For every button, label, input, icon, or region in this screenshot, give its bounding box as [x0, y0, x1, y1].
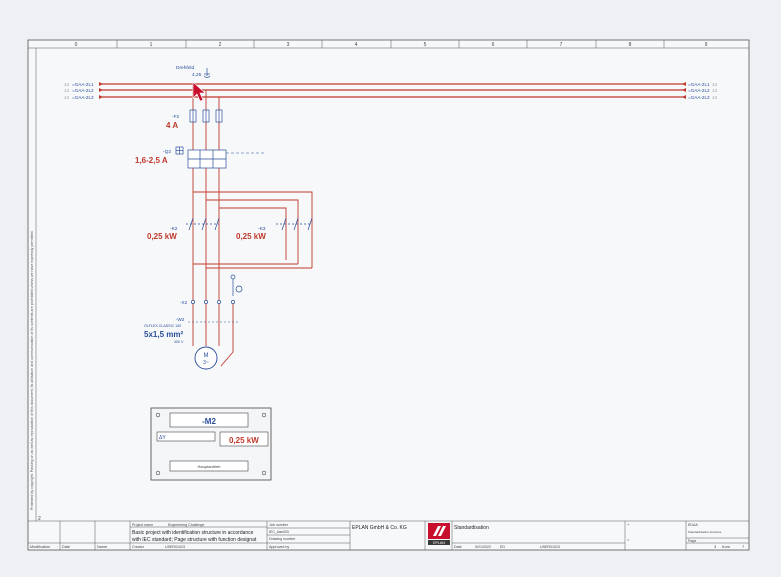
contactor-k3-tag: -K3	[258, 226, 266, 232]
contactor-k2-contacts[interactable]	[186, 217, 220, 231]
column-label-3: 3	[287, 42, 290, 48]
contactor-k2-power: 0,25 kW	[147, 232, 177, 241]
right-code: EDAA	[688, 523, 698, 527]
supply-right-ref-3: 14	[712, 95, 718, 100]
revision-mark: 2	[38, 516, 41, 522]
user-value: USER01023	[540, 545, 560, 549]
supply-right-l1[interactable]: =GAA-2L1	[688, 82, 710, 87]
plus-mark: +	[627, 522, 630, 527]
supply-right-l2[interactable]: =GAA-2L2	[688, 88, 710, 93]
contactor-k3-power: 0,25 kW	[236, 232, 266, 241]
job-number: IEC_bas003	[269, 530, 289, 534]
eplan-logo: EPLAN	[428, 523, 450, 545]
date-label: Date	[454, 545, 462, 549]
ground-symbol-icon	[203, 68, 211, 78]
column-label-6: 6	[492, 42, 495, 48]
motor-phases: 3~	[203, 360, 209, 366]
ed-mark: ED	[500, 545, 505, 549]
job-number-label: Job number	[269, 523, 289, 527]
column-label-4: 4	[355, 42, 358, 48]
mouse-cursor-icon	[192, 81, 206, 102]
supply-right-ref-1: 14	[712, 82, 718, 87]
copyright-note: Protected by copyright. Passing on as we…	[30, 231, 34, 510]
column-label-2: 2	[219, 42, 222, 48]
cable-voltage: 400 V	[174, 340, 184, 344]
cable-tag: -W2	[176, 317, 185, 322]
date-value: 9/21/2022	[475, 545, 491, 549]
drawing-number-label: Drawing number	[269, 537, 296, 541]
description-line-2: with IEC standard; Page structure with f…	[132, 537, 257, 543]
right-sub: Standardisation structure	[688, 530, 722, 534]
column-label-8: 8	[629, 42, 632, 48]
column-dividers	[116, 40, 665, 48]
date-col-label: Date	[62, 545, 70, 549]
contactor-k2-tag: -K2	[170, 226, 178, 232]
page-label: Page	[688, 539, 696, 543]
rotation-label: Drehfeld	[176, 65, 194, 71]
panel-power: 0,25 kW	[229, 436, 259, 445]
from-label: from	[722, 544, 731, 549]
supply-left-ref-1: 14	[64, 82, 70, 87]
rotation-value: 4,25	[192, 72, 202, 78]
page-title: Standardisation	[454, 525, 489, 531]
panel-label: Hauptantrieb	[198, 464, 222, 469]
column-label-9: 9	[705, 42, 708, 48]
terminal-tag: -X2	[180, 300, 188, 305]
column-label-1: 1	[150, 42, 153, 48]
supply-left-ref-2: 14	[64, 88, 70, 93]
cable-type: ÖLFLEX CLASSIC 100	[144, 324, 181, 328]
modification-label: Modification	[30, 545, 50, 549]
cable-size: 5x1,5 mm²	[144, 330, 183, 339]
from-value: 7	[742, 544, 745, 549]
panel-title: -M2	[202, 417, 216, 426]
contactor-k3-contacts[interactable]	[276, 217, 313, 231]
contactor-wiring	[192, 168, 313, 300]
title-block	[28, 520, 749, 550]
column-label-7: 7	[560, 42, 563, 48]
approved-by-label: Approved by	[269, 545, 289, 549]
supply-right-ref-2: 14	[712, 88, 718, 93]
fuse-f2-symbol[interactable]	[189, 109, 223, 123]
pe-ground-symbol	[230, 274, 243, 296]
creator-label: Creator	[132, 545, 145, 549]
project-name: Engineering Challenge	[168, 523, 204, 527]
motor-breaker-q2-symbol[interactable]	[175, 146, 227, 169]
cable-wires	[192, 304, 234, 367]
supply-left-l1[interactable]: =GAA-2L1	[72, 82, 94, 87]
motor-label: M	[204, 353, 209, 359]
logo-text: EPLAN	[433, 541, 445, 545]
company-name: EPLAN GmbH & Co. KG	[352, 525, 407, 531]
supply-left-ref-3: 14	[64, 95, 70, 100]
creator-value: USER01023	[165, 545, 185, 549]
panel-symbol: ΔY	[159, 435, 166, 441]
description-line-1: Basic project with identification struct…	[132, 530, 254, 536]
drawing-frame	[27, 39, 750, 551]
project-name-label: Project name	[132, 523, 153, 527]
supply-left-l2[interactable]: =GAA-2L2	[72, 88, 94, 93]
name-col-label: Name	[97, 545, 107, 549]
page-value: 3	[714, 544, 717, 549]
supply-right-l3[interactable]: =GAA-2L3	[688, 95, 710, 100]
column-label-5: 5	[424, 42, 427, 48]
supply-left-l3[interactable]: =GAA-2L3	[72, 95, 94, 100]
device-panel[interactable]: -M2 ΔY 0,25 kW Hauptantrieb	[150, 407, 272, 481]
fuse-rating: 4 A	[166, 121, 178, 130]
breaker-range: 1,6-2,5 A	[135, 156, 168, 165]
fuse-tag: -F2	[172, 114, 180, 120]
eq-mark: =	[627, 537, 630, 542]
terminal-x2-symbol[interactable]	[191, 300, 235, 304]
breaker-tag: -Q2	[163, 149, 171, 155]
column-label-0: 0	[75, 42, 78, 48]
motor-m2-symbol[interactable]: M 3~	[194, 346, 218, 370]
